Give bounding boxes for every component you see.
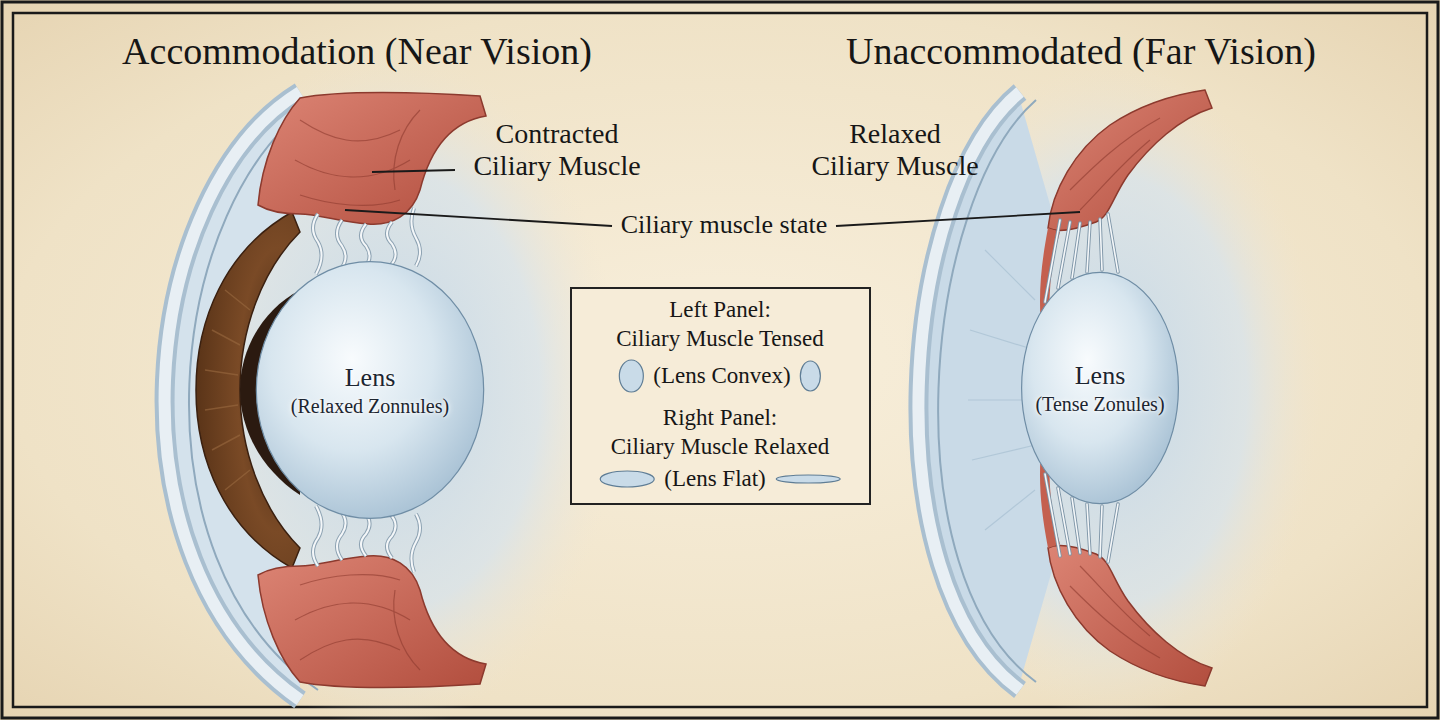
legend-text: (Lens Flat)	[664, 465, 766, 493]
lens-body	[256, 262, 483, 519]
lens-name: Lens	[1075, 360, 1126, 391]
ciliary-muscle	[1048, 546, 1212, 686]
muscle-texture	[295, 110, 420, 205]
ciliary-muscle	[1048, 90, 1212, 230]
muscle-texture	[1070, 566, 1160, 658]
cornea-highlight	[918, 92, 1020, 690]
lens-shape-sample	[598, 469, 656, 489]
part-label: Ciliary muscle state	[621, 210, 828, 240]
leader-line	[836, 212, 1080, 226]
lens: Lens(Relaxed Zonnules)	[254, 259, 486, 521]
legend-entry: (Lens Flat)	[598, 465, 842, 493]
lens-shape-sample	[617, 358, 645, 394]
lens-shape-sample-outline	[619, 360, 643, 392]
ciliary-muscle	[258, 556, 486, 688]
iris-texture	[205, 290, 250, 490]
leader-line	[345, 210, 612, 226]
ciliary-muscle	[258, 93, 486, 225]
legend-heading: Right Panel:	[663, 405, 777, 431]
legend-text: (Lens Convex)	[653, 362, 790, 390]
muscle-texture	[295, 575, 420, 670]
lens-shape-sample-outline	[776, 475, 840, 483]
panel-heading: Accommodation (Near Vision)	[122, 30, 592, 74]
lens: Lens(Tense Zonules)	[1020, 270, 1180, 506]
legend-heading: Ciliary Muscle Relaxed	[611, 434, 829, 460]
legend-entry: (Lens Convex)	[617, 358, 822, 394]
lens-shape-sample	[799, 359, 823, 393]
legend-heading: Ciliary Muscle Tensed	[616, 326, 823, 352]
lens-note: (Tense Zonules)	[1035, 392, 1164, 416]
lens-name: Lens	[345, 362, 396, 393]
lens-shape-sample-outline	[801, 361, 821, 391]
lens-shape-sample	[774, 473, 842, 485]
muscle-texture	[1070, 118, 1160, 210]
panel-heading: Unaccommodated (Far Vision)	[846, 30, 1316, 74]
part-label: Relaxed Ciliary Muscle	[809, 118, 981, 182]
legend-box	[571, 288, 870, 504]
lens-body	[1022, 272, 1179, 503]
leader-line	[372, 170, 455, 172]
legend-heading: Left Panel:	[669, 297, 771, 323]
cornea	[918, 92, 1020, 690]
lens-shape-sample-outline	[600, 471, 654, 487]
part-label: Contracted Ciliary Muscle	[471, 118, 643, 182]
lens-note: (Relaxed Zonnules)	[291, 394, 449, 418]
